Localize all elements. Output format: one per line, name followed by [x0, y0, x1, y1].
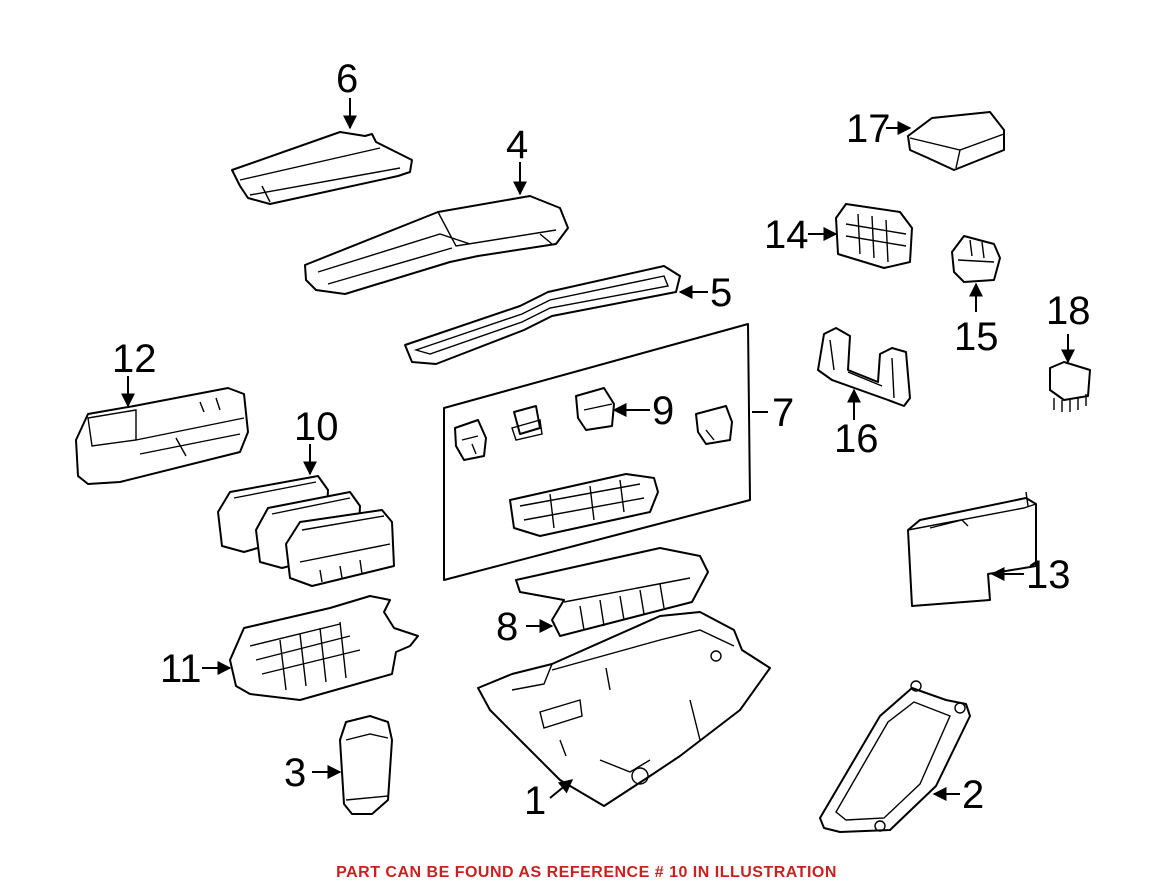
part-18-relay [1049, 361, 1091, 412]
callout-13: 13 [1026, 553, 1071, 597]
leader-1 [549, 779, 574, 799]
callout-2: 2 [962, 773, 984, 817]
callout-4: 4 [506, 123, 528, 167]
callout-12: 12 [112, 337, 157, 381]
part-3-cap [339, 715, 393, 815]
part-5-seal [404, 265, 681, 365]
callout-10: 10 [294, 405, 339, 449]
relay-a [454, 419, 487, 461]
callout-14: 14 [764, 213, 809, 257]
callout-15: 15 [954, 315, 999, 359]
part-6-cover [231, 131, 413, 205]
part-2-gasket [819, 680, 971, 833]
callout-3: 3 [284, 751, 306, 795]
part-17-cover [907, 111, 1005, 171]
callout-18: 18 [1046, 289, 1091, 333]
part-4-upper-housing [304, 195, 569, 295]
callout-7: 7 [772, 391, 794, 435]
reference-note: PART CAN BE FOUND AS REFERENCE # 10 IN I… [336, 864, 837, 881]
part-11-carrier [229, 595, 419, 701]
relay-b [511, 405, 543, 441]
callout-6: 6 [336, 57, 358, 101]
part-1-lower-housing [477, 611, 771, 807]
part-10-fuse-blocks [217, 475, 395, 587]
part-16-bracket [817, 327, 911, 407]
part-13-control-unit [907, 491, 1037, 607]
callout-17: 17 [846, 107, 891, 151]
part-12-module [75, 387, 249, 485]
callout-5: 5 [710, 271, 732, 315]
part-15-plug [951, 235, 1001, 283]
callout-8: 8 [496, 605, 518, 649]
callout-1: 1 [524, 779, 546, 823]
part-7-relay-panel [443, 323, 751, 581]
callout-9: 9 [652, 389, 674, 433]
callout-11: 11 [160, 647, 202, 691]
callout-16: 16 [834, 417, 879, 461]
relay-d [695, 405, 733, 445]
fuse-module [509, 473, 659, 537]
part-14-connector [835, 203, 913, 269]
part-8-bracket [515, 547, 709, 637]
relay-c [575, 387, 615, 431]
